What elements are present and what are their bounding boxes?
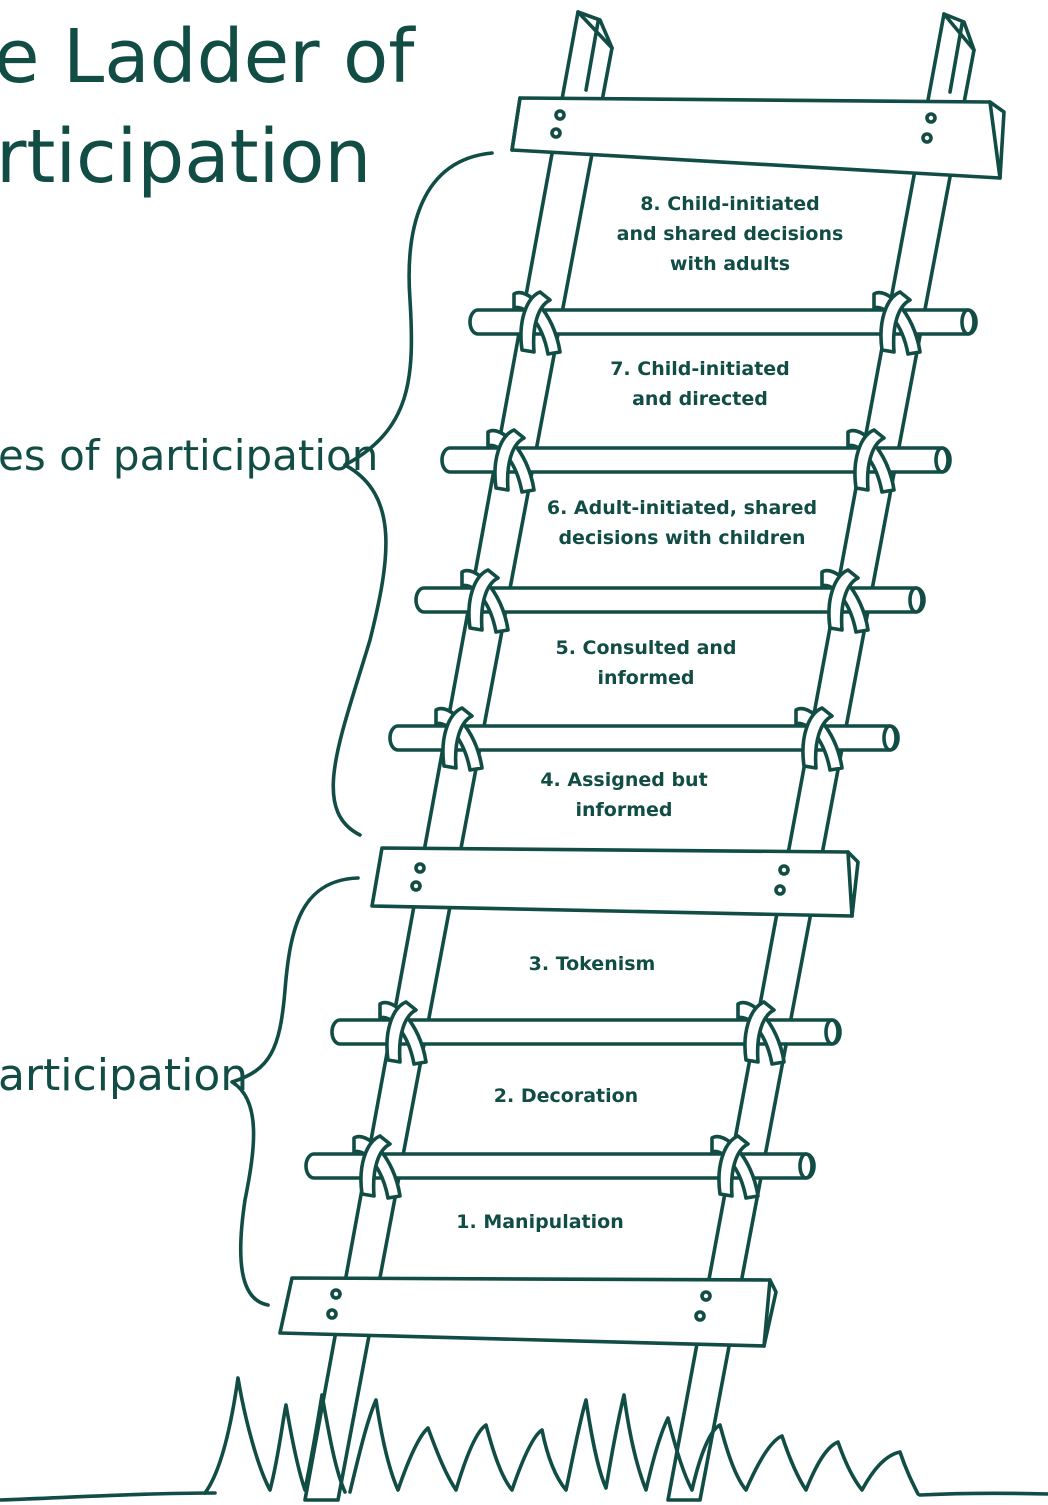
rung-label-8: 8. Child-initiated and shared decisions wi…: [617, 193, 844, 275]
upper-curly-brace: [331, 151, 494, 837]
rung-label-line: 1. Manipulation: [456, 1211, 623, 1233]
round-rung: [304, 1134, 816, 1200]
round-rung: [330, 1000, 842, 1066]
rope-binding: [846, 428, 896, 494]
rung-label-line: 8. Child-initiated: [640, 193, 820, 215]
rung-label-line: 5. Consulted and: [555, 637, 736, 659]
rung-label-line: informed: [597, 667, 694, 689]
title-line-1: e Ladder of: [0, 14, 416, 100]
rung-label-line: 2. Decoration: [494, 1085, 638, 1107]
round-rung: [388, 706, 900, 772]
rope-binding: [434, 706, 484, 772]
ground-line: [0, 1491, 1048, 1502]
rung-label-line: 7. Child-initiated: [610, 358, 790, 380]
rung-label-line: 3. Tokenism: [529, 953, 656, 975]
middle-plank: [370, 846, 860, 918]
rope-binding: [352, 1134, 402, 1200]
rung-label-line: decisions with children: [558, 527, 805, 549]
rope-binding: [872, 290, 922, 356]
rung-label-1: 1. Manipulation: [456, 1211, 623, 1233]
rung-label-6: 6. Adult-initiated, shared decisions with…: [547, 497, 817, 549]
rope-binding: [820, 568, 870, 634]
rope-binding: [378, 1000, 428, 1066]
round-rung: [468, 290, 978, 356]
rung-label-line: informed: [575, 799, 672, 821]
rope-binding: [736, 1000, 786, 1066]
lower-bracket-label: articipation: [0, 1050, 248, 1101]
lower-curly-brace: [230, 876, 360, 1307]
rung-label-7: 7. Child-initiated and directed: [610, 358, 790, 410]
upper-bracket-label: es of participation: [0, 431, 378, 480]
rung-label-5: 5. Consulted and informed: [555, 637, 736, 689]
rope-binding: [486, 428, 536, 494]
rung-label-4: 4. Assigned but informed: [540, 769, 707, 821]
bottom-plank: [278, 1276, 778, 1348]
rope-binding: [794, 706, 844, 772]
top-plank: [510, 96, 1006, 180]
rung-label-line: and shared decisions: [617, 223, 844, 245]
round-rung: [414, 568, 926, 634]
left-rail: [303, 10, 614, 1502]
rung-label-2: 2. Decoration: [494, 1085, 638, 1107]
title-line-2: rticipation: [0, 114, 371, 200]
rung-label-3: 3. Tokenism: [529, 953, 656, 975]
rung-label-line: with adults: [670, 253, 790, 275]
rung-label-line: 4. Assigned but: [540, 769, 707, 791]
rope-binding: [460, 568, 510, 634]
rung-label-line: and directed: [632, 388, 768, 410]
round-rung: [440, 428, 952, 494]
grass: [203, 1376, 920, 1496]
rope-binding: [512, 290, 562, 356]
rope-binding: [710, 1134, 760, 1200]
rung-label-line: 6. Adult-initiated, shared: [547, 497, 817, 519]
